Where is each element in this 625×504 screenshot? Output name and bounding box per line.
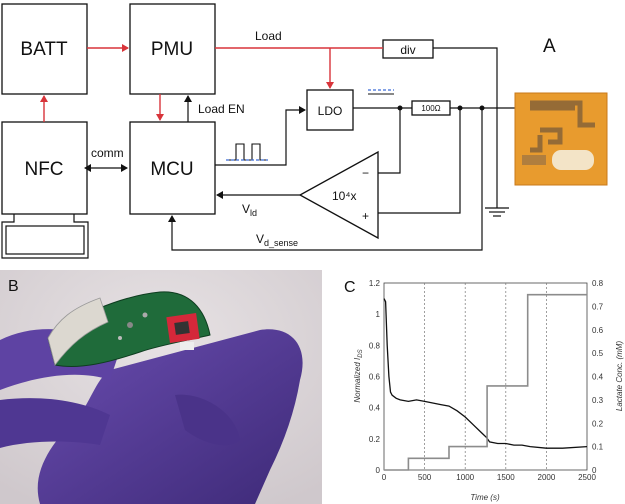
y-right-tick-label: 0: [592, 466, 597, 475]
batt-block: [1, 3, 88, 95]
y-left-tick-label: 0.6: [369, 373, 381, 382]
x-tick-label: 2500: [578, 473, 596, 482]
y-left-tick-label: 0: [376, 466, 381, 475]
y-left-tick-label: 0.4: [369, 404, 381, 413]
nfc-antenna-inner: [5, 225, 85, 255]
y-left-tick-label: 1: [376, 310, 381, 319]
nfc-label: NFC: [24, 159, 63, 180]
series-layer: [383, 293, 588, 471]
mcu-block: [129, 121, 216, 215]
mcu-label: MCU: [150, 159, 193, 180]
div-label: div: [400, 43, 415, 57]
x-tick-label: 0: [382, 473, 387, 482]
panel-a-block-diagram: A BATT PMU NFC MCU LDO div 100Ω 10⁴x − +: [1, 3, 608, 259]
y-right-tick-label: 0.5: [592, 349, 604, 358]
ldo-block: [306, 89, 354, 131]
opamp-plus: +: [362, 209, 369, 223]
lactate-concentration-series: [384, 293, 587, 471]
resistor-label: 100Ω: [421, 104, 440, 113]
div-block: [382, 39, 434, 59]
load-label: Load: [255, 29, 282, 43]
div-to-ground-line: [433, 47, 498, 208]
x-tick-label: 1000: [456, 473, 474, 482]
opamp-triangle: [298, 150, 379, 240]
pmu-block: [129, 3, 216, 95]
node-dot-1: [397, 105, 403, 111]
y-right-axis-title: Lactate Conc. (mM): [615, 341, 624, 412]
panel-b-label: B: [8, 278, 19, 295]
plot-frame: [383, 282, 588, 471]
sensor-photo: [514, 92, 608, 186]
vd-sense-label: Vd_sense: [256, 232, 298, 248]
y-right-tick-label: 0.2: [592, 419, 604, 428]
grid-layer: [424, 283, 547, 470]
x-tick-label: 2000: [538, 473, 556, 482]
opamp-minus: −: [362, 166, 369, 180]
pmu-label: PMU: [151, 39, 193, 60]
vd-sense-line: [168, 108, 483, 251]
y-right-tick-label: 0.4: [592, 373, 604, 382]
y-left-tick-label: 0.8: [369, 341, 381, 350]
vid-label: Vld: [242, 202, 257, 218]
nfc-antenna-outer: [1, 214, 89, 259]
glove-thumb: [175, 394, 240, 446]
node-dot-2: [457, 105, 463, 111]
opamp-gain-label: 10⁴x: [332, 189, 357, 203]
minus-input-wire: [378, 108, 401, 174]
glove-finger-mid: [0, 398, 110, 448]
panel-b-photo: B: [0, 270, 322, 504]
x-tick-label: 1500: [497, 473, 515, 482]
y-right-tick-label: 0.8: [592, 279, 604, 288]
mcu-to-ldo-line: [215, 106, 306, 166]
panel-a-label: A: [543, 36, 556, 57]
y-left-tick-label: 1.2: [369, 279, 381, 288]
y-left-tick-label: 0.2: [369, 435, 381, 444]
y-right-tick-label: 0.1: [592, 443, 604, 452]
pwm-pulse-icon: [226, 143, 268, 161]
y-left-axis-title: Normalized IDS: [353, 349, 364, 402]
panel-c-label: C: [344, 279, 356, 296]
y-right-tick-label: 0.7: [592, 302, 604, 311]
flexible-device: [47, 291, 211, 368]
x-tick-label: 500: [418, 473, 432, 482]
comm-label: comm: [91, 146, 124, 160]
x-axis-title: Time (s): [470, 493, 500, 502]
y-right-tick-label: 0.3: [592, 396, 604, 405]
y-right-tick-label: 0.6: [592, 326, 604, 335]
normalized-ids-series: [383, 298, 588, 449]
ldo-label: LDO: [318, 104, 343, 118]
load-en-label: Load EN: [198, 102, 245, 116]
batt-label: BATT: [20, 39, 68, 60]
glove-hand: [37, 329, 303, 504]
plus-input-wire: [378, 108, 461, 214]
